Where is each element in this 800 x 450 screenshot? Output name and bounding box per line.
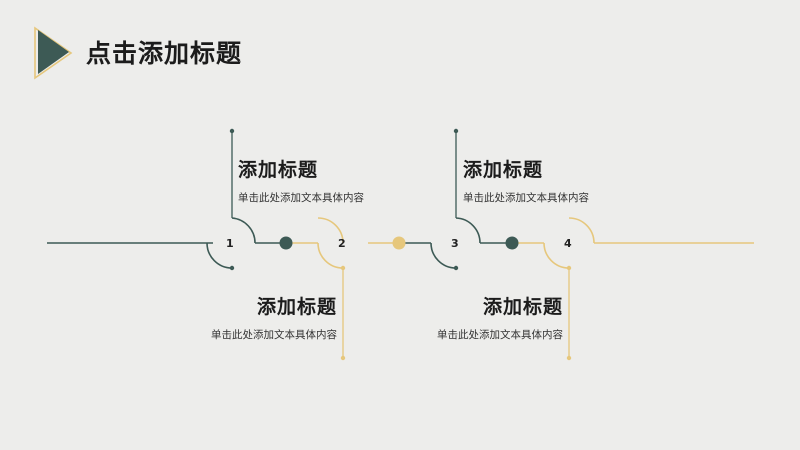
step-number-4: 4 <box>564 237 572 250</box>
step-number-1: 1 <box>226 237 234 250</box>
step-heading-1[interactable]: 添加标题 <box>238 159 319 181</box>
timeline-dot-2 <box>392 236 406 250</box>
step-card-3[interactable]: 添加标题 单击此处添加文本具体内容 <box>463 155 589 205</box>
step-text-2[interactable]: 单击此处添加文本具体内容 <box>211 329 337 341</box>
step-card-1[interactable]: 添加标题 单击此处添加文本具体内容 <box>238 155 364 205</box>
step-number-3: 3 <box>451 237 459 250</box>
page-title[interactable]: 点击添加标题 <box>86 39 243 68</box>
step-heading-4[interactable]: 添加标题 <box>482 296 563 318</box>
step-heading-2[interactable]: 添加标题 <box>256 296 337 318</box>
step-card-4[interactable]: 添加标题 单击此处添加文本具体内容 <box>406 292 563 342</box>
step-text-4[interactable]: 单击此处添加文本具体内容 <box>437 329 563 341</box>
step-number-2: 2 <box>338 237 346 250</box>
step-card-2[interactable]: 添加标题 单击此处添加文本具体内容 <box>180 292 337 342</box>
triangle-logo-icon <box>34 26 73 80</box>
step-text-3[interactable]: 单击此处添加文本具体内容 <box>463 192 589 204</box>
step-text-1[interactable]: 单击此处添加文本具体内容 <box>238 192 364 204</box>
step-heading-3[interactable]: 添加标题 <box>463 159 544 181</box>
timeline-dot-1 <box>279 236 293 250</box>
timeline-dot-3 <box>505 236 519 250</box>
